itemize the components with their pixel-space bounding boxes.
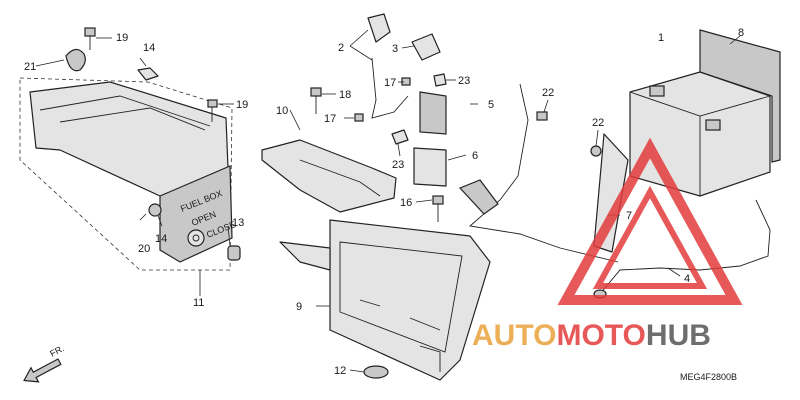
bracket-mount	[458, 179, 499, 215]
fuel-box-cover-lid	[159, 165, 233, 263]
leader-lines	[35, 29, 741, 373]
watermark-text: AUTOMOTOHUB	[472, 319, 711, 352]
cover-ribs	[39, 95, 211, 131]
cover-key-lock	[187, 229, 205, 247]
front-direction-label: FR.	[48, 343, 65, 359]
battery-edges	[629, 91, 771, 196]
label-part-23b: 23	[392, 159, 404, 171]
bolt-17-lower	[354, 113, 364, 122]
battery-band-7	[593, 133, 629, 253]
part-labels: 19 14 21 19 10 13 14 20 11 9 12 18 17 17…	[24, 27, 744, 377]
bolt-18	[310, 87, 322, 114]
battery-terminal-right	[705, 119, 721, 131]
label-part-5: 5	[488, 99, 494, 111]
cable-2	[371, 57, 409, 119]
label-part-23: 23	[458, 75, 470, 87]
label-part-10: 10	[276, 105, 288, 117]
bolt-19-right	[207, 99, 218, 122]
bolt-22-lower	[590, 145, 602, 157]
cushion-13	[227, 245, 241, 261]
label-part-16: 16	[400, 197, 412, 209]
label-part-20: 20	[138, 243, 150, 255]
label-part-4: 4	[684, 273, 690, 285]
bolt-19-left	[84, 27, 96, 50]
battery-box-body	[329, 219, 491, 381]
battery-box-tab	[419, 345, 441, 372]
front-direction-arrow	[23, 358, 62, 383]
label-part-13: 13	[232, 217, 244, 229]
label-part-18: 18	[339, 89, 351, 101]
label-part-6: 6	[472, 150, 478, 162]
label-part-15: 14	[143, 42, 155, 54]
bolt-17-upper	[401, 77, 411, 86]
clip-23-upper	[433, 73, 447, 87]
label-part-17b: 17	[384, 77, 396, 89]
clip-23-lower	[391, 129, 409, 145]
battery-terminal-left	[649, 85, 665, 97]
diagram-code: MEG4F2800B	[680, 372, 737, 382]
label-part-22b: 22	[592, 117, 604, 129]
watermark-triangle	[557, 137, 743, 305]
label-part-12: 12	[334, 365, 346, 377]
label-part-22: 22	[542, 87, 554, 99]
clip-nut-15	[137, 67, 159, 81]
terminal-cover-2	[367, 13, 391, 43]
label-part-19: 19	[116, 32, 128, 44]
battery-box-flange	[279, 241, 331, 271]
cover-group-outline	[19, 77, 233, 271]
bolt-16	[432, 195, 444, 222]
screw-20	[139, 213, 147, 221]
rubber-12	[363, 365, 389, 379]
label-part-7: 7	[626, 210, 632, 222]
tray-rib	[299, 159, 381, 197]
label-part-21: 21	[24, 61, 36, 73]
label-part-19b: 19	[236, 99, 248, 111]
starter-relay	[419, 91, 447, 135]
watermark-triangle-inner	[592, 185, 708, 289]
label-part-14: 14	[155, 233, 167, 245]
grommet-14	[148, 203, 162, 217]
terminal-cover-3	[411, 33, 441, 61]
label-part-2: 2	[338, 42, 344, 54]
label-part-9: 9	[296, 301, 302, 313]
label-part-8: 8	[738, 27, 744, 39]
label-part-1: 1	[658, 32, 664, 44]
relay-cover-6	[413, 147, 447, 187]
battery-tray-10	[261, 139, 397, 213]
label-part-17: 17	[324, 113, 336, 125]
battery-pad-8	[699, 29, 781, 163]
label-part-11: 11	[193, 297, 204, 309]
clip-21-grommet	[65, 48, 86, 72]
label-part-3: 3	[392, 43, 398, 55]
cover-key-slot	[192, 234, 200, 242]
watermark-logo: AUTOMOTOHUB	[472, 137, 743, 352]
battery-box-inner	[339, 241, 463, 353]
bolt-22-upper	[536, 111, 548, 121]
